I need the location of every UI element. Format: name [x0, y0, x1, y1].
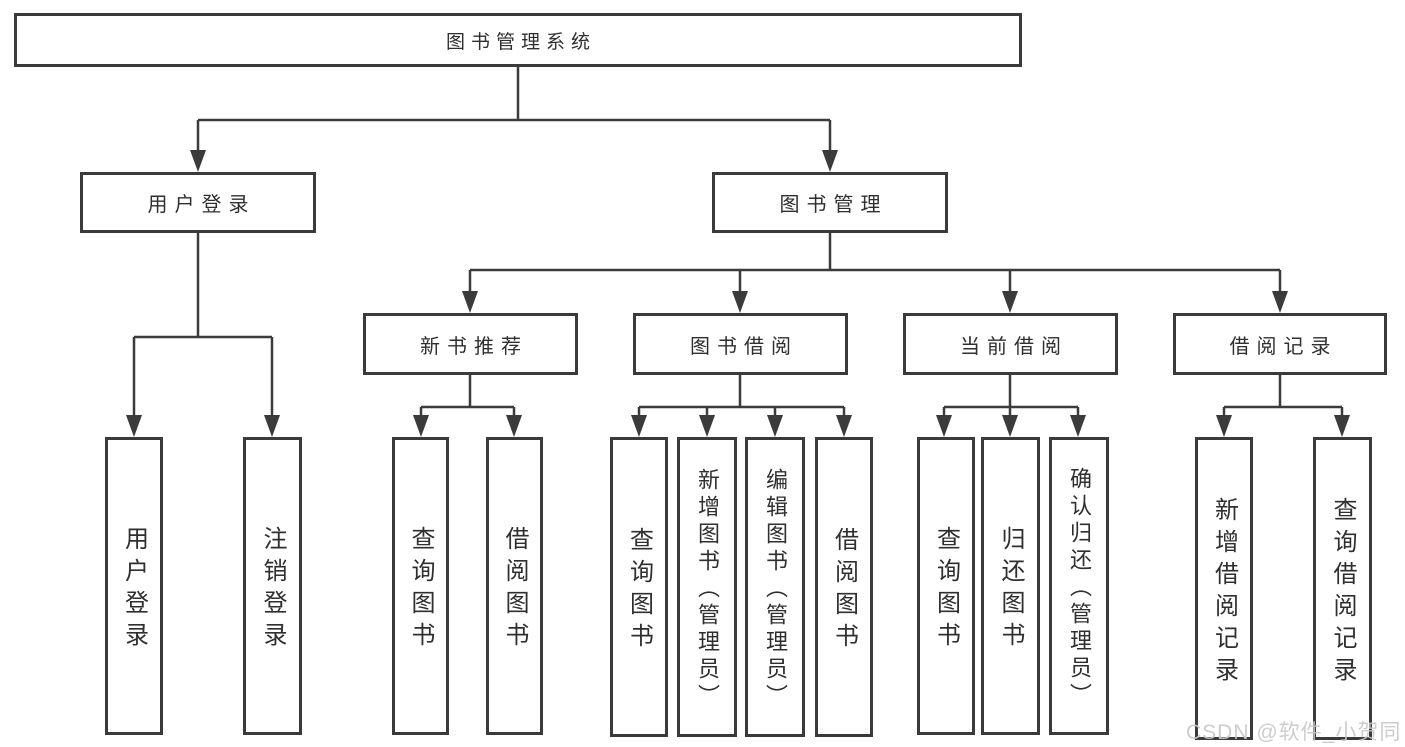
- node-leaf-add-book: 新增图书（管理员）: [677, 437, 737, 737]
- node-leaf-confirm-return: 确认归还（管理员）: [1049, 437, 1109, 735]
- node-book-mgmt: 图书管理: [712, 172, 948, 233]
- node-leaf-user-login: 用户登录: [105, 437, 163, 735]
- node-leaf-query-book-2: 查询图书: [610, 437, 668, 737]
- node-leaf-query-book-3: 查询图书: [917, 437, 975, 735]
- node-user-login: 用户登录: [80, 172, 316, 233]
- node-leaf-edit-book: 编辑图书（管理员）: [745, 437, 805, 737]
- csdn-watermark: CSDN @软件_小贺同学: [1186, 721, 1402, 744]
- connector-lines: [132, 67, 1344, 417]
- node-leaf-query-borrow-record: 查询借阅记录: [1313, 437, 1372, 740]
- node-leaf-return-book: 归还图书: [981, 437, 1040, 735]
- node-root: 图书管理系统: [14, 13, 1022, 67]
- node-leaf-logout: 注销登录: [243, 437, 302, 735]
- node-leaf-borrow-book-2: 借阅图书: [815, 437, 873, 737]
- node-new-book-rec: 新书推荐: [363, 313, 578, 375]
- node-current-borrow: 当前借阅: [903, 313, 1118, 375]
- node-leaf-borrow-book-1: 借阅图书: [486, 437, 543, 735]
- node-borrow-records: 借阅记录: [1173, 313, 1387, 375]
- node-leaf-add-borrow-record: 新增借阅记录: [1195, 437, 1253, 740]
- connector-arrowheads: [126, 150, 1350, 437]
- node-book-borrow: 图书借阅: [633, 313, 848, 375]
- node-leaf-query-book-1: 查询图书: [392, 437, 449, 735]
